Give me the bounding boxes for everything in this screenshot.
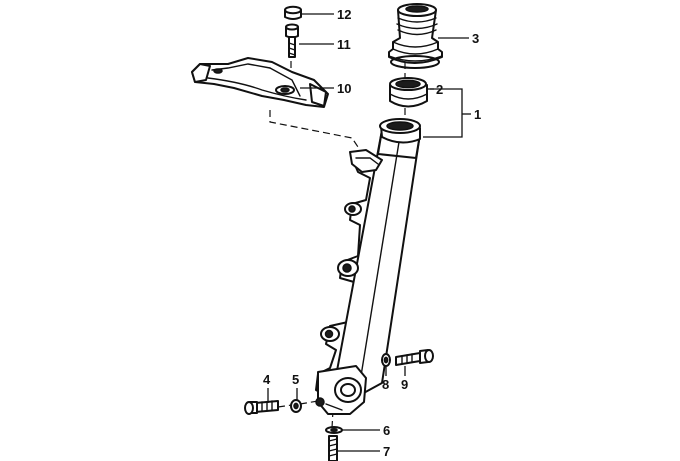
callout-5: 5 <box>292 372 299 387</box>
callout-9: 9 <box>401 377 408 392</box>
callout-10: 10 <box>337 81 351 96</box>
callout-6: 6 <box>383 423 390 438</box>
callout-7: 7 <box>383 444 390 459</box>
part-10-bracket <box>191 57 329 108</box>
callout-labels: 12 11 10 3 2 1 4 5 8 9 6 7 <box>263 7 481 459</box>
part-1-fork-slider <box>315 118 421 415</box>
part-11-bolt <box>285 23 299 58</box>
callout-12: 12 <box>337 7 351 22</box>
part-7-screw <box>328 435 338 461</box>
part-4-bolt <box>244 400 279 415</box>
callout-2: 2 <box>436 82 443 97</box>
part-12-cap <box>284 5 302 20</box>
part-5-washer <box>290 399 302 413</box>
callout-1: 1 <box>474 107 481 122</box>
callout-3: 3 <box>472 31 479 46</box>
part-2-seal <box>389 77 428 108</box>
part-8-washer <box>381 353 391 367</box>
callout-8: 8 <box>382 377 389 392</box>
part-6-washer <box>325 426 343 434</box>
leader-lines <box>267 13 471 452</box>
callout-11: 11 <box>337 37 351 52</box>
callout-4: 4 <box>263 372 271 387</box>
part-9-bolt <box>395 349 434 366</box>
part-3-rubber-boot <box>388 3 443 69</box>
